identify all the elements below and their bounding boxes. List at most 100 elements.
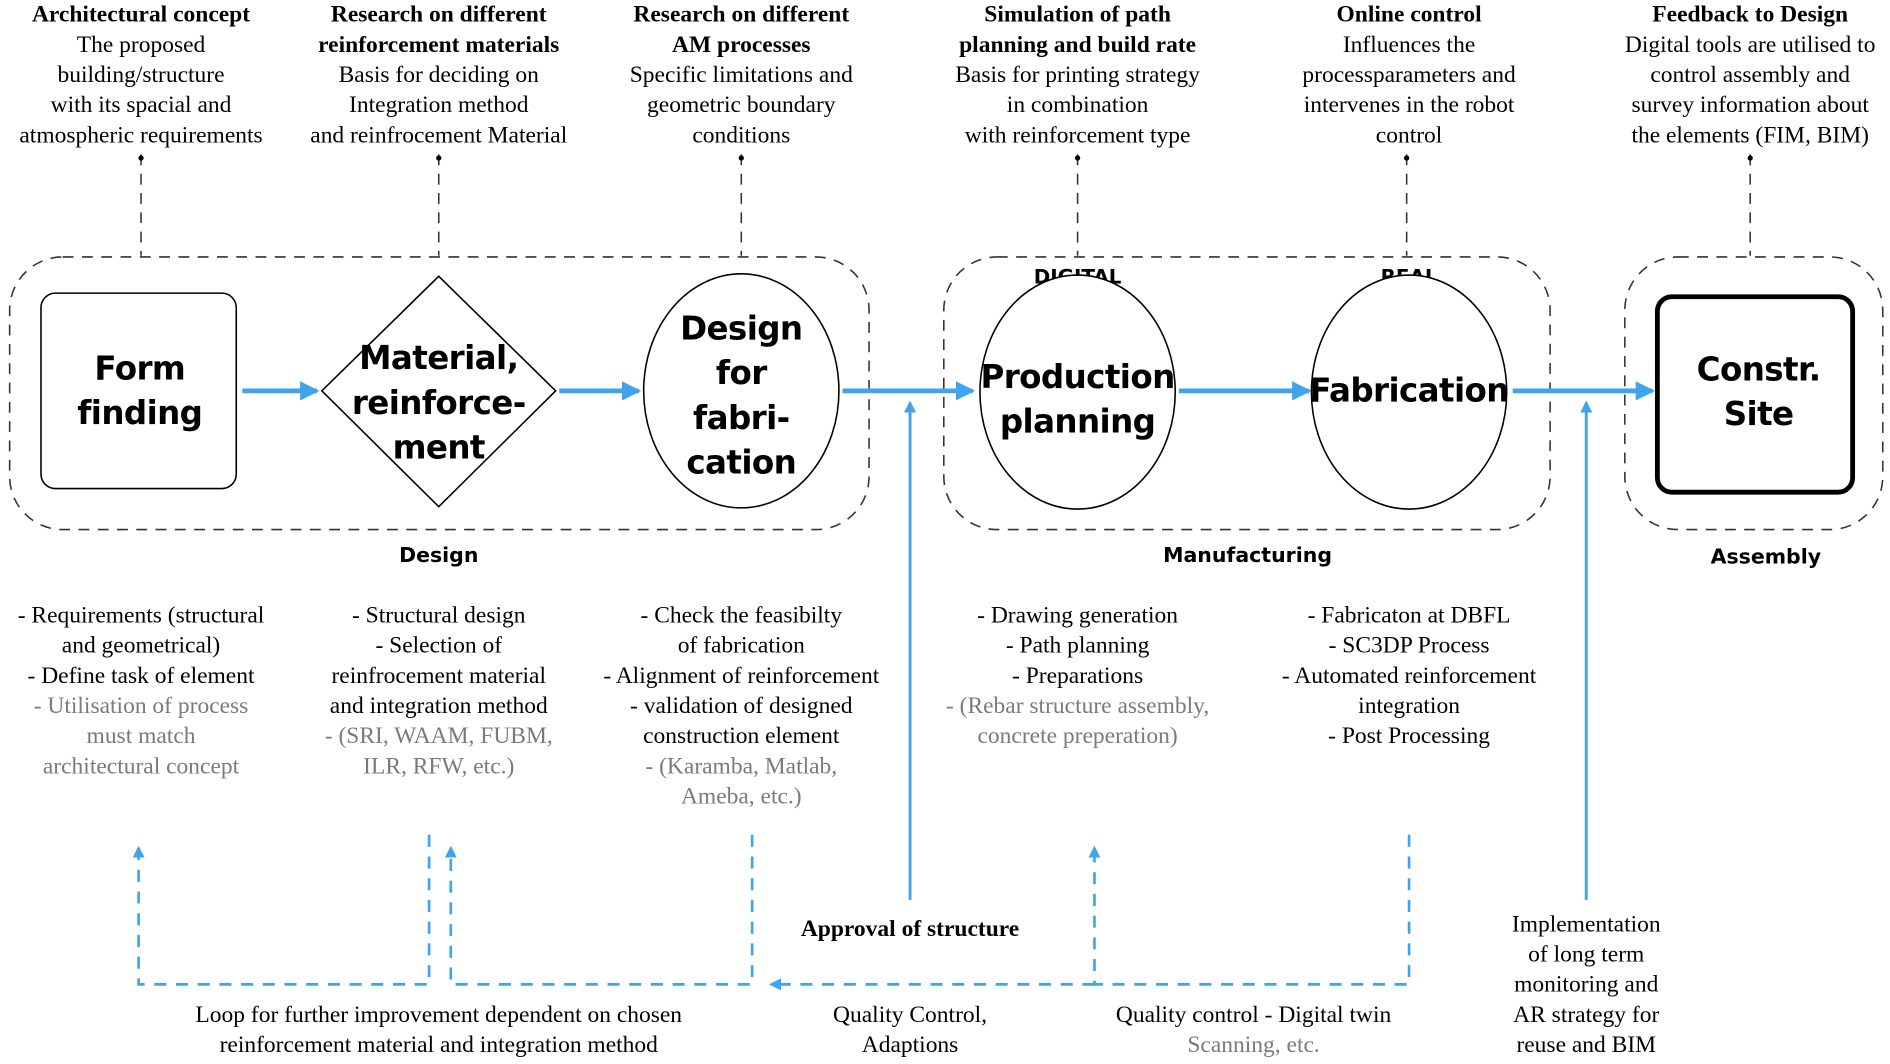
loop-label: Loop for further improvement dependent o… [195, 1002, 682, 1058]
detail-line: - (Karamba, Matlab, [645, 753, 837, 779]
annotation-title: Research on different [633, 2, 849, 28]
label-line: reuse and BIM [1516, 1032, 1656, 1058]
detail-line: and geometrical) [62, 633, 220, 659]
detail-line: architectural concept [43, 753, 240, 779]
node-label-line: Fabrication [1309, 372, 1509, 410]
group-design-label: Design [399, 543, 478, 567]
loop-to-material [444, 834, 754, 986]
annotation-reinforcement-research: Research on different reinforcement mater… [310, 2, 567, 149]
leader-dot [738, 155, 744, 161]
detail-line: of fabrication [678, 633, 805, 659]
leader-dot [436, 155, 442, 161]
node-material-reinforcement: Material,reinforce-ment [320, 275, 557, 508]
detail-line: - Post Processing [1328, 723, 1490, 749]
loop-digital-twin [1088, 834, 1411, 986]
annotation-title: Feedback to Design [1652, 2, 1848, 28]
form-finding-label: Form finding [77, 349, 202, 432]
feedback-loops [132, 834, 1411, 991]
monitoring-label: Implementation of long term monitoring and… [1512, 911, 1661, 1058]
annotation-text: Basis for printing strategy [955, 62, 1200, 88]
node-fabrication: Fabrication [1309, 274, 1509, 510]
node-form-finding: Form finding [40, 292, 238, 490]
material-diamond [320, 275, 557, 508]
leader-dot [138, 155, 144, 161]
details-form-finding: - Requirements (structural and geometrica… [18, 602, 265, 779]
construction-site-label: Constr. Site [1697, 351, 1821, 434]
node-label-line: finding [77, 394, 202, 432]
quality-control-label: Quality Control,Adaptions [833, 1002, 987, 1058]
group-assembly-border [1624, 256, 1884, 531]
node-label-line: Production [981, 358, 1175, 396]
annotation-text: conditions [692, 122, 790, 148]
details-production-planning: - Drawing generation- Path planning- Pre… [946, 602, 1209, 749]
leader-dot [1747, 155, 1753, 161]
detail-line: - (Rebar structure assembly, [946, 693, 1209, 719]
group-manufacturing-border [943, 256, 1551, 531]
fabrication-ellipse [1310, 274, 1508, 510]
node-label-line: ment [393, 428, 485, 466]
detail-line: - validation of designed [630, 693, 853, 719]
node-label-line: planning [1000, 402, 1155, 440]
loop-to-form-finding [132, 834, 431, 986]
label-line: Implementation [1512, 911, 1661, 937]
annotation-title: reinforcement materials [318, 32, 559, 58]
annotation-text: Digital tools are utilised to [1625, 32, 1876, 58]
production-planning-label: Production planning [981, 358, 1175, 441]
label-line: Quality Control, [833, 1002, 987, 1028]
detail-line: Ameba, etc.) [681, 783, 802, 809]
annotation-text: atmospheric requirements [19, 122, 262, 148]
node-label-line: Site [1724, 395, 1794, 433]
annotation-text: processparameters and [1302, 62, 1516, 88]
production-planning-ellipse [979, 274, 1177, 510]
material-reinforcement-label: Material,reinforce-ment [352, 339, 526, 466]
node-label-line: reinforce- [352, 384, 526, 422]
annotation-text: The proposed [77, 32, 206, 58]
detail-line: - Fabricaton at DBFL [1308, 602, 1511, 628]
annotation-text: and reinfrocement Material [310, 122, 567, 148]
annotation-text: control assembly and [1650, 62, 1850, 88]
annotation-title: Online control [1337, 2, 1483, 28]
monitoring-connector: Implementation of long term monitoring and… [1512, 400, 1661, 1058]
label-line: monitoring and [1514, 972, 1658, 998]
approval-connector: Approval of structure [801, 400, 1019, 942]
details-fabrication: - Fabricaton at DBFL - SC3DP Process - Aut… [1282, 602, 1537, 749]
label-line: Loop for further improvement dependent o… [195, 1002, 682, 1028]
detail-line: - Automated reinforcement [1282, 663, 1537, 689]
detail-line: - SC3DP Process [1329, 633, 1490, 659]
label-line: of long term [1528, 941, 1644, 967]
fabrication-label: Fabrication [1309, 372, 1509, 410]
annotation-text: Influences the [1343, 32, 1475, 58]
bottom-labels: Loop for further improvement dependent o… [195, 1002, 1391, 1058]
annotation-title: Research on different [331, 2, 547, 28]
detail-line: reinfrocement material [331, 663, 546, 689]
detail-line: construction element [643, 723, 840, 749]
node-label-line: Form [94, 349, 185, 387]
group-assembly: Assembly [1624, 256, 1884, 568]
annotation-title: AM processes [672, 32, 811, 58]
node-label-line: Design [680, 310, 802, 348]
detail-line: must match [87, 723, 196, 749]
form-finding-box [40, 292, 238, 490]
detail-line: - Check the feasibilty [641, 602, 843, 628]
group-design-border [8, 256, 870, 531]
detail-line: - Requirements (structural [18, 602, 265, 628]
annotation-text: in combination [1007, 92, 1149, 118]
design-fabrication-ellipse [642, 273, 840, 509]
node-label-line: fabri- [693, 399, 789, 437]
approval-label: Approval of structure [801, 916, 1019, 942]
node-label-line: Constr. [1697, 351, 1821, 389]
detail-line: - Preparations [1012, 663, 1143, 689]
annotation-text: control [1376, 122, 1443, 148]
detail-line: - Path planning [1006, 633, 1150, 659]
leader-dot [1074, 155, 1081, 161]
annotation-text: geometric boundary [647, 92, 836, 118]
